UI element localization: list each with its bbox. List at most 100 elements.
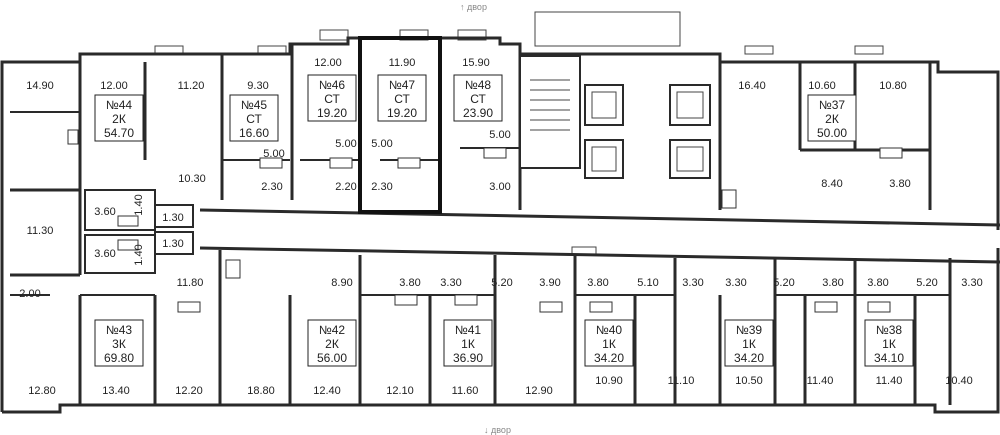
room-area: 8.90 — [331, 277, 352, 289]
room-area: 2.00 — [19, 288, 40, 300]
room-area: 18.80 — [247, 385, 275, 397]
room-area: 12.90 — [525, 385, 553, 397]
svg-text:19.20: 19.20 — [387, 106, 417, 120]
apartment-47-label[interactable]: №47 СТ 19.20 — [377, 74, 427, 122]
svg-text:№40: №40 — [596, 323, 623, 337]
room-area: 3.60 — [94, 248, 115, 260]
svg-text:56.00: 56.00 — [317, 351, 347, 365]
apartment-46-label[interactable]: №46 СТ 19.20 — [307, 74, 357, 122]
room-area: 3.80 — [399, 277, 420, 289]
svg-text:№45: №45 — [241, 98, 268, 112]
room-area: 15.90 — [462, 57, 490, 69]
room-area: 3.30 — [440, 277, 461, 289]
room-area: 1.40 — [133, 194, 145, 215]
room-area: 11.90 — [389, 57, 416, 69]
svg-text:1К: 1К — [461, 337, 475, 351]
room-area: 3.30 — [961, 277, 982, 289]
room-area: 5.00 — [335, 138, 356, 150]
svg-text:23.90: 23.90 — [463, 106, 493, 120]
svg-text:№43: №43 — [106, 323, 133, 337]
room-area: 5.20 — [773, 277, 794, 289]
room-area: 3.00 — [489, 181, 510, 193]
svg-text:1К: 1К — [602, 337, 616, 351]
svg-text:СТ: СТ — [470, 92, 486, 106]
room-area: 14.90 — [26, 80, 54, 92]
room-area: 11.20 — [178, 80, 205, 92]
svg-text:34.10: 34.10 — [874, 351, 904, 365]
apartment-41-label[interactable]: №41 1К 36.90 — [443, 319, 493, 367]
apartment-42-label[interactable]: №42 2К 56.00 — [307, 319, 357, 367]
room-area: 11.60 — [452, 385, 479, 397]
room-area: 12.20 — [175, 385, 203, 397]
svg-text:СТ: СТ — [324, 92, 340, 106]
svg-text:3К: 3К — [112, 337, 126, 351]
room-area: 5.20 — [916, 277, 937, 289]
room-area: 11.10 — [668, 375, 695, 387]
room-area: 3.80 — [867, 277, 888, 289]
svg-text:16.60: 16.60 — [239, 126, 269, 140]
room-area: 11.30 — [27, 225, 54, 237]
room-area: 16.40 — [738, 80, 766, 92]
apartment-43-label[interactable]: №43 3К 69.80 — [94, 319, 144, 367]
apartment-45-label[interactable]: №45 СТ 16.60 — [229, 94, 279, 142]
svg-text:№46: №46 — [319, 78, 346, 92]
room-area: 3.90 — [539, 277, 560, 289]
svg-text:1К: 1К — [882, 337, 896, 351]
svg-text:№38: №38 — [876, 323, 903, 337]
room-area: 12.40 — [313, 385, 341, 397]
room-area: 12.00 — [100, 80, 128, 92]
room-area: 12.80 — [28, 385, 56, 397]
svg-text:№44: №44 — [106, 98, 133, 112]
svg-text:СТ: СТ — [246, 112, 262, 126]
svg-text:№41: №41 — [455, 323, 482, 337]
svg-text:2К: 2К — [112, 112, 126, 126]
apartment-37-label[interactable]: №37 2К 50.00 — [807, 94, 857, 142]
room-area: 1.30 — [162, 212, 183, 224]
top-direction-label: ↑ двор — [460, 2, 487, 12]
room-area: 1.40 — [133, 244, 145, 265]
svg-text:№47: №47 — [389, 78, 416, 92]
apartment-44-label[interactable]: №44 2К 54.70 — [94, 94, 144, 142]
room-area: 12.00 — [314, 57, 342, 69]
room-area: 10.40 — [945, 375, 973, 387]
room-area: 9.30 — [247, 80, 268, 92]
bathroom-fixtures — [67, 129, 903, 313]
svg-text:№48: №48 — [465, 78, 492, 92]
svg-text:36.90: 36.90 — [453, 351, 483, 365]
svg-text:2К: 2К — [325, 337, 339, 351]
svg-text:1К: 1К — [742, 337, 756, 351]
stair-elevator-core — [519, 55, 711, 179]
svg-text:№39: №39 — [736, 323, 763, 337]
apartment-48-label[interactable]: №48 СТ 23.90 — [453, 74, 503, 122]
room-area: 2.30 — [261, 181, 282, 193]
room-area-labels: 14.90 12.00 11.20 9.30 12.00 11.90 15.90… — [19, 57, 982, 397]
room-area: 5.10 — [637, 277, 658, 289]
apartment-39-label[interactable]: №39 1К 34.20 — [724, 319, 774, 367]
room-area: 2.20 — [335, 181, 356, 193]
svg-text:34.20: 34.20 — [594, 351, 624, 365]
room-area: 8.40 — [821, 178, 842, 190]
room-area: 5.00 — [489, 129, 510, 141]
room-area: 13.40 — [102, 385, 130, 397]
room-area: 11.80 — [177, 277, 204, 289]
room-area: 10.60 — [808, 80, 836, 92]
svg-text:34.20: 34.20 — [734, 351, 764, 365]
room-area: 11.40 — [876, 375, 903, 387]
apartment-40-label[interactable]: №40 1К 34.20 — [584, 319, 634, 367]
svg-text:19.20: 19.20 — [317, 106, 347, 120]
room-area: 3.30 — [725, 277, 746, 289]
svg-text:СТ: СТ — [394, 92, 410, 106]
selected-apartment-outline[interactable] — [358, 36, 442, 214]
apartment-38-label[interactable]: №38 1К 34.10 — [864, 319, 914, 367]
room-area: 5.20 — [491, 277, 512, 289]
svg-text:2К: 2К — [825, 112, 839, 126]
bottom-direction-label: ↓ двор — [484, 425, 511, 435]
svg-text:54.70: 54.70 — [104, 126, 134, 140]
room-area: 11.40 — [807, 375, 834, 387]
svg-text:№37: №37 — [819, 98, 846, 112]
room-area: 10.30 — [178, 173, 206, 185]
svg-text:69.80: 69.80 — [104, 351, 134, 365]
svg-text:50.00: 50.00 — [817, 126, 847, 140]
svg-text:№42: №42 — [319, 323, 346, 337]
